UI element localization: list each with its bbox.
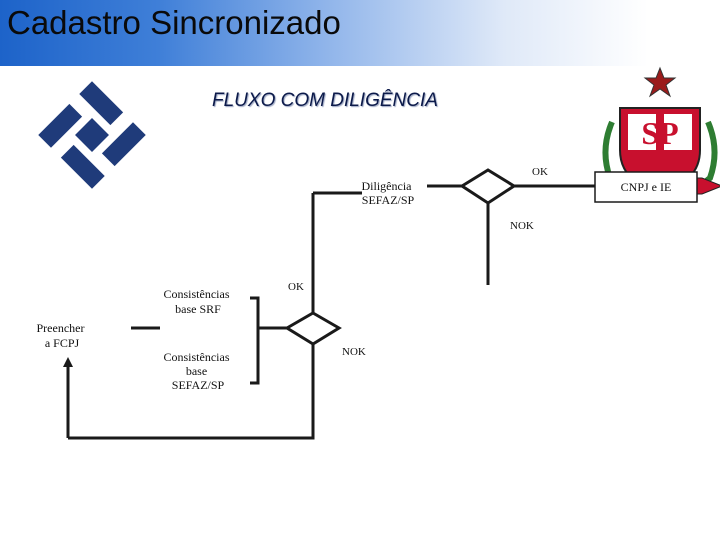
- connector-consistencias-bracket: [250, 296, 260, 385]
- diagram-subtitle: FLUXO COM DILIGÊNCIA: [212, 90, 438, 111]
- decision-diamond-upper: [459, 168, 517, 205]
- consistencias-sefaz-label: Consistências base SEFAZ/SP: [164, 350, 233, 392]
- edge-label-ok-top: OK: [532, 166, 548, 178]
- logo-bar-left: [60, 144, 105, 189]
- decision-diamond-lower: [284, 311, 342, 346]
- logo-bar-top: [38, 103, 83, 148]
- diligencia-label: Diligência SEFAZ/SP: [362, 179, 415, 207]
- connector-nok-return: [68, 344, 315, 440]
- logo-bar-bottom: [101, 122, 146, 167]
- cnpj-ie-label: CNPJ e IE: [621, 180, 672, 194]
- title-bar: [0, 0, 720, 66]
- shield-panel-right: [664, 114, 692, 150]
- preencher-label: Preencher a FCPJ: [37, 321, 88, 350]
- shield-panel-left: [628, 114, 656, 150]
- receita-federal-logo: [38, 81, 146, 189]
- sp-letters: SP: [641, 115, 678, 151]
- edge-label-nok-mid: NOK: [342, 346, 366, 358]
- edge-label-nok-top: NOK: [510, 220, 534, 232]
- consistencias-srf-label: Consistências base SRF: [164, 287, 233, 316]
- connectors: [63, 184, 595, 440]
- star-icon: [643, 66, 677, 98]
- edge-label-ok-mid: OK: [288, 281, 304, 293]
- cnpj-ie-box: [594, 171, 698, 203]
- logo-center-square: [75, 118, 109, 152]
- logo-bar-right: [79, 81, 124, 126]
- page-title: Cadastro Sincronizado: [7, 4, 341, 41]
